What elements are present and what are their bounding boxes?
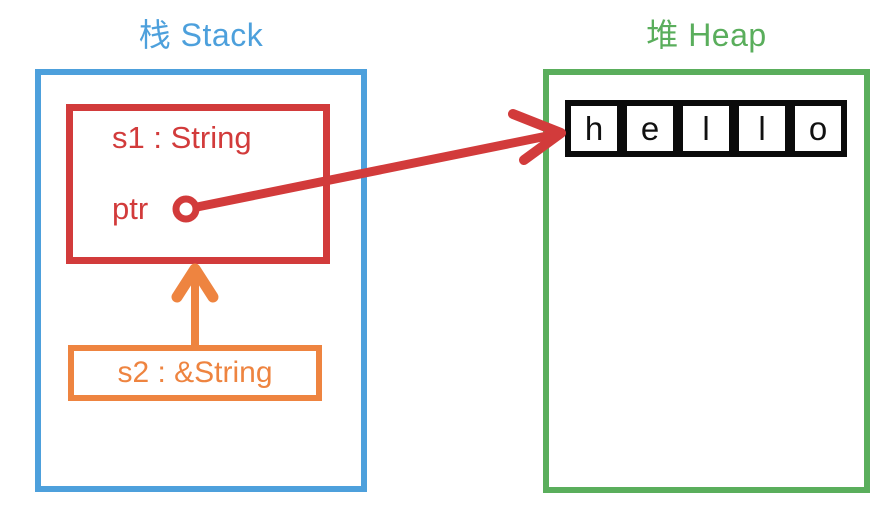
s2-variable-box: s2 : &String: [68, 345, 322, 401]
heap-cell: l: [683, 106, 729, 151]
s1-label: s1 : String: [112, 120, 252, 155]
heap-cell: l: [739, 106, 785, 151]
heap-box: [543, 69, 870, 493]
stack-box: [35, 69, 367, 492]
heap-cell: o: [795, 106, 841, 151]
heap-title: 堆 Heap: [646, 17, 767, 53]
s2-label: s2 : &String: [117, 356, 273, 389]
heap-cell: h: [571, 106, 617, 151]
stack-title: 栈 Stack: [138, 17, 264, 53]
ptr-field-label: ptr: [112, 191, 149, 226]
heap-cell: e: [627, 106, 673, 151]
heap-string-cells: h e l l o: [565, 100, 847, 157]
s1-variable-box: s1 : String ptr: [66, 104, 330, 264]
